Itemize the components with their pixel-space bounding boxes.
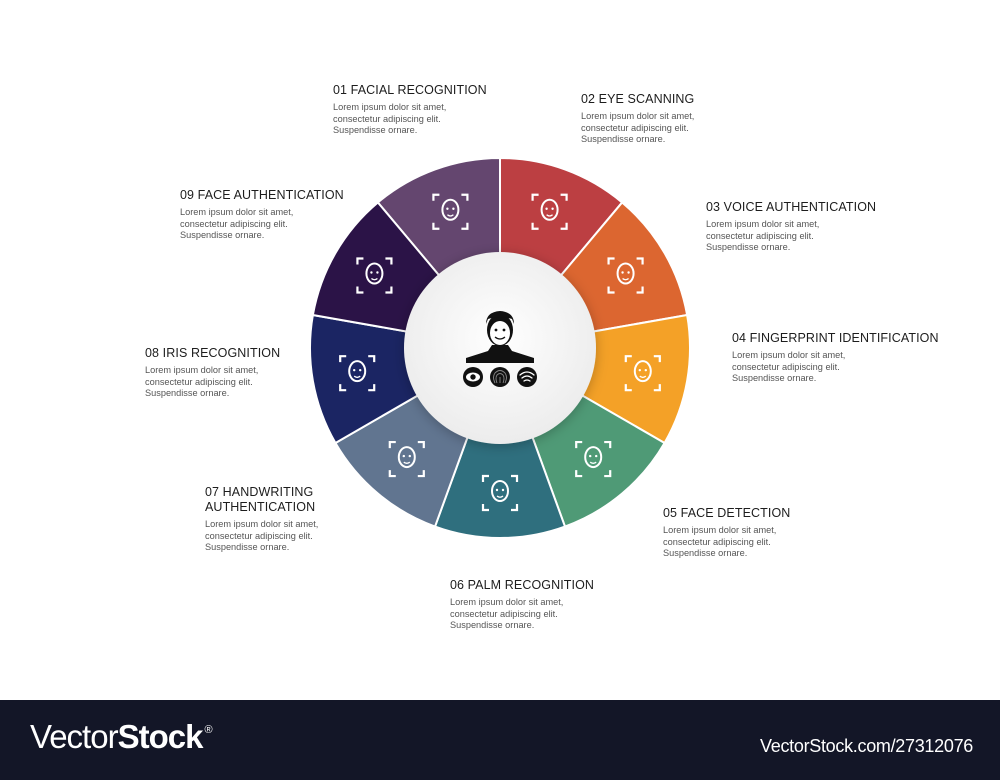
footer-bar: VectorStock® VectorStock.com/27312076	[0, 700, 1000, 780]
label-handwriting-authentication: 07 HANDWRITING AUTHENTICATION Lorem ipsu…	[205, 485, 319, 552]
fingerprint-icon	[490, 367, 510, 387]
label-palm-recognition: 06 PALM RECOGNITION Lorem ipsum dolor si…	[450, 578, 595, 630]
label-face-detection: 05 FACE DETECTION Lorem ipsum dolor sit …	[663, 506, 791, 558]
palm-scan-icon	[481, 474, 519, 512]
user-biometric-icon	[466, 311, 534, 363]
label-face-authentication: 09 FACE AUTHENTICATION Lorem ipsum dolor…	[180, 188, 344, 240]
label-eye-scanning: 02 EYE SCANNING Lorem ipsum dolor sit am…	[581, 92, 695, 144]
wifi-signal-icon	[517, 367, 537, 387]
handwriting-pen-icon	[388, 440, 425, 478]
face-scan-icon	[432, 193, 469, 230]
face-auth-dotted-icon	[356, 257, 393, 294]
voice-head-check-icon	[607, 257, 644, 294]
infographic-wheel	[309, 156, 691, 540]
label-fingerprint-identification: 04 FINGERPRINT IDENTIFICATION Lorem ipsu…	[732, 331, 939, 383]
eye-icon	[463, 367, 483, 387]
iris-scan-icon	[339, 355, 376, 392]
eye-scan-icon	[531, 193, 568, 230]
face-detection-icon	[575, 440, 612, 478]
vectorstock-logo: VectorStock®	[30, 718, 213, 755]
fingerprint-touch-icon	[624, 355, 661, 392]
label-voice-authentication: 03 VOICE AUTHENTICATION Lorem ipsum dolo…	[706, 200, 877, 252]
label-facial-recognition: 01 FACIAL RECOGNITION Lorem ipsum dolor …	[333, 83, 487, 135]
image-id-text: VectorStock.com/27312076	[760, 736, 973, 756]
label-iris-recognition: 08 IRIS RECOGNITION Lorem ipsum dolor si…	[145, 346, 281, 398]
